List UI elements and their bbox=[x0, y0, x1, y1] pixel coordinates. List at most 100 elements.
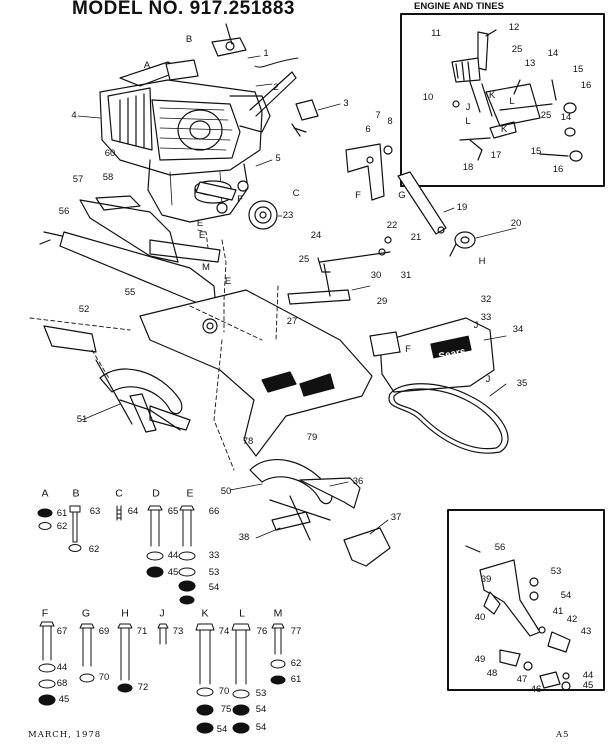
callout-16: 16 bbox=[552, 164, 564, 175]
callout-25: 25 bbox=[540, 110, 552, 121]
callout-33: 33 bbox=[480, 312, 492, 323]
engine-assembly bbox=[99, 57, 299, 223]
inset-mounting-hardware bbox=[465, 545, 571, 691]
hardware-part-77: 77 bbox=[290, 626, 302, 637]
callout-11: 11 bbox=[431, 28, 441, 39]
hardware-part-44: 44 bbox=[56, 662, 68, 673]
hardware-group-B: B bbox=[72, 487, 80, 500]
callout-25: 25 bbox=[298, 254, 310, 265]
hardware-part-75: 75 bbox=[220, 704, 232, 715]
callout-34: 34 bbox=[512, 324, 524, 335]
callout-36: 36 bbox=[352, 476, 364, 487]
fastener-icons bbox=[37, 505, 286, 734]
hardware-part-70: 70 bbox=[98, 672, 110, 683]
callout-15: 15 bbox=[530, 146, 542, 157]
reference-letter-K: K bbox=[488, 90, 496, 101]
callout-47: 47 bbox=[516, 674, 528, 685]
belt-cover: Sears bbox=[369, 317, 495, 393]
hardware-group-M: M bbox=[273, 607, 283, 620]
callout-60: 60 bbox=[104, 148, 116, 159]
hardware-part-45: 45 bbox=[167, 567, 179, 578]
callout-54: 54 bbox=[560, 590, 572, 601]
callout-50: 50 bbox=[220, 486, 232, 497]
callout-56: 56 bbox=[494, 542, 506, 553]
hardware-part-66: 66 bbox=[208, 506, 220, 517]
hardware-part-54: 54 bbox=[208, 582, 220, 593]
engine-tines-inset-frame bbox=[400, 13, 605, 187]
hardware-part-54: 54 bbox=[255, 722, 267, 733]
callout-12: 12 bbox=[508, 22, 520, 33]
callout-13: 13 bbox=[524, 58, 536, 69]
hardware-part-62: 62 bbox=[88, 544, 100, 555]
tine-shield bbox=[139, 289, 373, 457]
callout-30: 30 bbox=[370, 270, 382, 281]
callout-15: 15 bbox=[572, 64, 584, 75]
hardware-part-45: 45 bbox=[58, 694, 70, 705]
callout-55: 55 bbox=[124, 287, 136, 298]
callout-6: 6 bbox=[365, 124, 371, 135]
reference-letter-F: F bbox=[355, 190, 361, 201]
callout-43: 43 bbox=[580, 626, 592, 637]
reference-letter-F: F bbox=[237, 194, 243, 205]
shift-bracket bbox=[345, 143, 447, 235]
callout-38: 38 bbox=[238, 532, 250, 543]
callout-14: 14 bbox=[547, 48, 559, 59]
callout-58: 58 bbox=[102, 172, 114, 183]
reference-letter-K: K bbox=[500, 124, 508, 135]
reference-letter-L: L bbox=[509, 96, 515, 107]
hardware-part-63: 63 bbox=[89, 506, 101, 517]
reference-letter-J: J bbox=[473, 320, 479, 331]
hardware-group-K: K bbox=[201, 607, 209, 620]
callout-35: 35 bbox=[516, 378, 528, 389]
footer-date: MARCH, 1978 bbox=[28, 730, 102, 740]
callout-21: 21 bbox=[410, 232, 422, 243]
hardware-part-71: 71 bbox=[136, 626, 148, 637]
hardware-part-53: 53 bbox=[255, 688, 267, 699]
callout-5: 5 bbox=[275, 153, 281, 164]
hardware-group-E: E bbox=[186, 487, 194, 500]
control-rods bbox=[287, 236, 392, 305]
hardware-group-D: D bbox=[152, 487, 160, 500]
right-tines bbox=[249, 459, 391, 567]
hardware-part-61: 61 bbox=[56, 508, 68, 519]
hardware-group-F: F bbox=[41, 607, 49, 620]
hardware-part-33: 33 bbox=[208, 550, 220, 561]
callout-53: 53 bbox=[550, 566, 562, 577]
callout-78: 78 bbox=[242, 436, 254, 447]
callout-leaders bbox=[77, 55, 517, 539]
hardware-part-70: 70 bbox=[218, 686, 230, 697]
hardware-group-G: G bbox=[81, 607, 91, 620]
callout-27: 27 bbox=[286, 316, 298, 327]
hardware-part-67: 67 bbox=[56, 626, 68, 637]
callout-42: 42 bbox=[566, 614, 578, 625]
hardware-part-65: 65 bbox=[167, 506, 179, 517]
callout-57: 57 bbox=[72, 174, 84, 185]
callout-10: 10 bbox=[422, 92, 434, 103]
reference-letter-A: A bbox=[143, 60, 151, 71]
reference-letter-B: B bbox=[185, 34, 193, 45]
reference-letter-J: J bbox=[465, 102, 471, 113]
callout-25: 25 bbox=[511, 44, 523, 55]
reference-letter-E: E bbox=[198, 230, 206, 241]
callout-31: 31 bbox=[400, 270, 412, 281]
hardware-group-C: C bbox=[115, 487, 123, 500]
hardware-part-74: 74 bbox=[218, 626, 230, 637]
callout-19: 19 bbox=[456, 202, 468, 213]
hardware-inset-frame bbox=[447, 509, 605, 691]
callout-17: 17 bbox=[490, 150, 502, 161]
hardware-part-62: 62 bbox=[290, 658, 302, 669]
callout-44: 44 bbox=[582, 670, 594, 681]
hardware-part-68: 68 bbox=[56, 678, 68, 689]
reference-letter-L: L bbox=[465, 116, 471, 127]
reference-letter-J: J bbox=[485, 374, 491, 385]
callout-1: 1 bbox=[263, 48, 269, 59]
callout-39: 39 bbox=[480, 574, 492, 585]
model-number-title: MODEL NO. 917.251883 bbox=[72, 0, 295, 19]
hardware-part-53: 53 bbox=[208, 567, 220, 578]
footer-page: A5 bbox=[556, 730, 570, 740]
hardware-part-61: 61 bbox=[290, 674, 302, 685]
callout-23: 23 bbox=[282, 210, 294, 221]
callout-32: 32 bbox=[480, 294, 492, 305]
hardware-part-54: 54 bbox=[216, 724, 228, 735]
hardware-part-44: 44 bbox=[167, 550, 179, 561]
